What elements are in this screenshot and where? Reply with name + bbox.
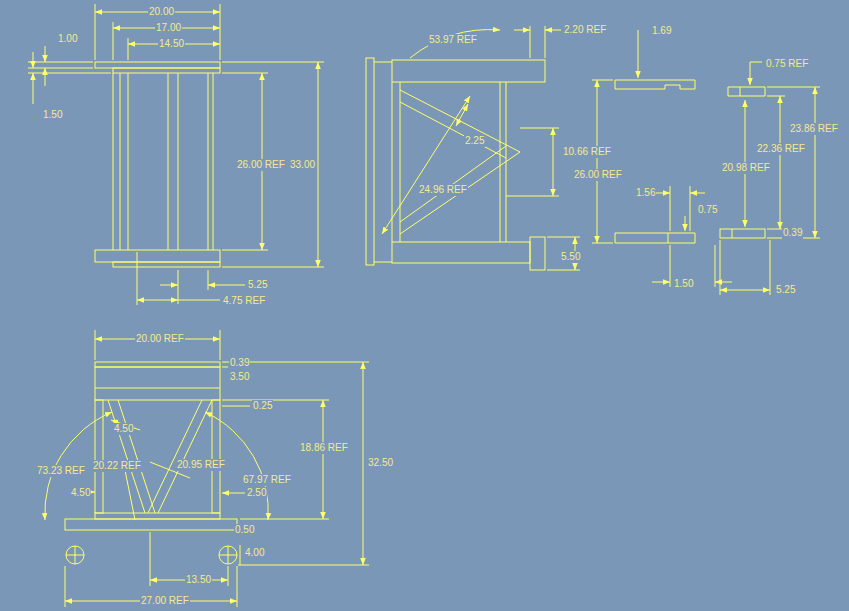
dimension-label: 5.25 — [775, 284, 796, 296]
dimension-label: 20.98 REF — [721, 162, 771, 174]
dimension-label: 73.23 REF — [36, 465, 86, 477]
dimension-label: 1.50 — [673, 278, 694, 290]
dimension-label: 1.50 — [42, 109, 63, 121]
dimension-label: 26.00 REF — [236, 159, 286, 171]
dimension-label: 2.50 — [246, 487, 267, 499]
dimension-label: 26.00 REF — [573, 169, 623, 181]
dimension-label: 1.56 — [635, 187, 656, 199]
dimension-label: 3.50 — [229, 371, 250, 383]
dimension-label: 23.86 REF — [789, 123, 839, 135]
dimension-label: 4.75 REF — [222, 295, 266, 307]
dimension-label: 0.39 — [229, 357, 250, 369]
dimension-label: 5.50 — [560, 251, 581, 263]
dimension-label: 67.97 REF — [242, 474, 292, 486]
dimension-label: 1.69 — [651, 25, 672, 37]
dimension-label: 33.00 — [289, 159, 316, 171]
dimension-label: 18.86 REF — [299, 442, 349, 454]
dimension-label: 20.00 — [148, 6, 175, 18]
dimension-label: 14.50 — [158, 38, 185, 50]
dimension-label: 4.00 — [244, 547, 265, 559]
dimension-label: 32.50 — [367, 457, 394, 469]
dimension-label: 2.20 REF — [563, 24, 607, 36]
dimension-label: 10.66 REF — [562, 146, 612, 158]
dimension-label: 1.00 — [57, 33, 78, 45]
dimension-label: 4.50 — [70, 487, 91, 499]
dimension-label: 4.50 — [113, 423, 134, 435]
dimension-label: 0.39 — [782, 227, 803, 239]
dimension-label: 20.22 REF — [92, 460, 142, 472]
dimension-label: 20.95 REF — [176, 459, 226, 471]
dimension-label: 24.96 REF — [418, 184, 468, 196]
dimension-label: 20.00 REF — [135, 333, 185, 345]
dimension-label: 2.25 — [464, 135, 485, 147]
dimension-label: 0.50 — [234, 524, 255, 536]
dimension-label: 5.25 — [247, 279, 268, 291]
dimension-label: 53.97 REF — [428, 34, 478, 46]
dimension-label: 17.00 — [155, 22, 182, 34]
dimension-label: 13.50 — [185, 574, 212, 586]
dimension-label: 0.25 — [252, 400, 273, 412]
dimension-label: 27.00 REF — [140, 595, 190, 607]
dimension-label: 0.75 REF — [765, 58, 809, 70]
dimension-label: 22.36 REF — [756, 143, 806, 155]
dimension-label: 0.75 — [697, 204, 718, 216]
